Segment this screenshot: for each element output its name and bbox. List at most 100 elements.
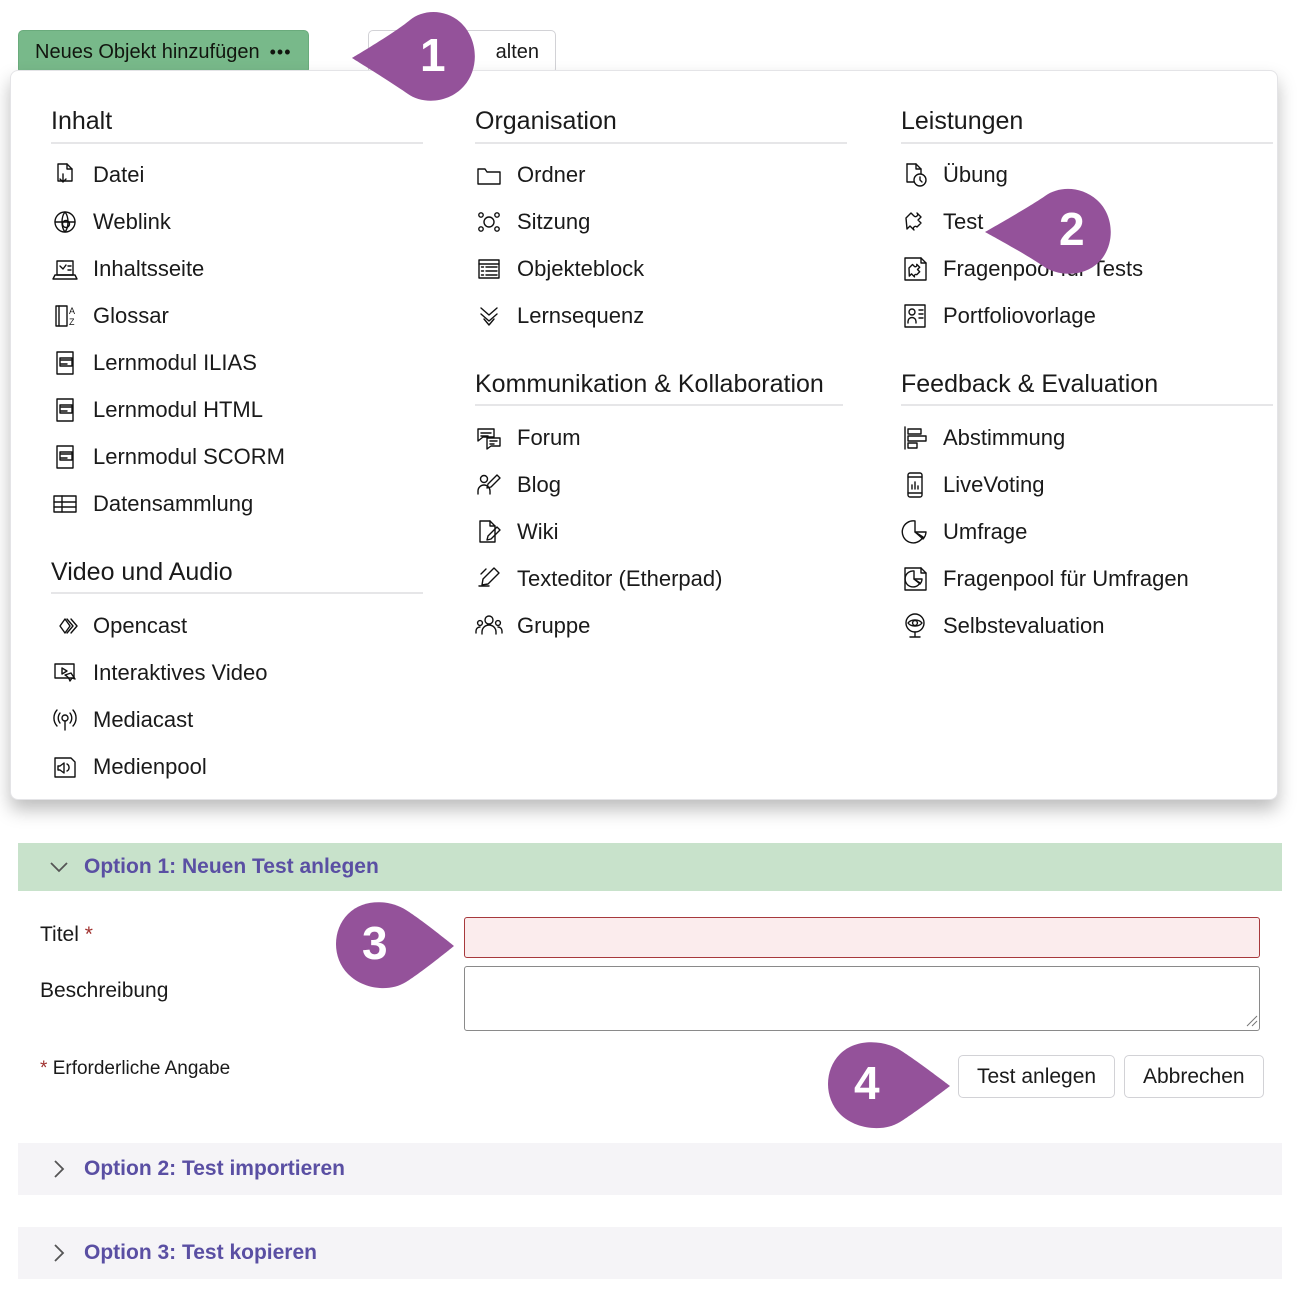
callout-number-1: 1 <box>420 29 446 81</box>
menu-item-test[interactable]: Test <box>901 199 1273 246</box>
chevron-right-icon <box>48 1242 70 1264</box>
group-title: Video und Audio <box>51 558 423 594</box>
speaker-icon <box>51 753 79 781</box>
file-download-icon <box>51 161 79 189</box>
title-input[interactable] <box>464 917 1260 958</box>
menu-item-label: Ordner <box>517 162 586 187</box>
accordion-option-2-label: Option 2: Test importieren <box>84 1157 345 1180</box>
menu-item-interaktives-video[interactable]: Interaktives Video <box>51 649 423 696</box>
accordion-option-3-header[interactable]: Option 3: Test kopieren <box>18 1227 1282 1279</box>
menu-item-label: Datei <box>93 162 145 187</box>
menu-item-label: Test <box>943 209 984 234</box>
menu-item-lernmodul-scorm[interactable]: Lernmodul SCORM <box>51 434 423 481</box>
svg-text:Z: Z <box>69 317 75 327</box>
menu-item-inhaltsseite[interactable]: Inhaltsseite <box>51 246 423 293</box>
required-note: * Erforderliche Angabe <box>40 1058 230 1080</box>
menu-item-abstimmung[interactable]: Abstimmung <box>901 414 1273 461</box>
interactive-video-icon <box>51 659 79 687</box>
group-title: Inhalt <box>51 107 423 144</box>
menu-item-label: Fragenpool für Umfragen <box>943 565 1189 591</box>
menu-item-bung[interactable]: Übung <box>901 152 1273 199</box>
menu-item-label: Wiki <box>517 518 559 544</box>
accordion-option-3-label: Option 3: Test kopieren <box>84 1241 317 1264</box>
menu-item-datensammlung[interactable]: Datensammlung <box>51 481 423 528</box>
menu-item-label: Glossar <box>93 303 169 328</box>
menu-item-ordner[interactable]: Ordner <box>475 152 847 199</box>
chevron-right-icon <box>48 1158 70 1180</box>
menu-item-gruppe[interactable]: Gruppe <box>475 602 847 649</box>
menu-item-portfoliovorlage[interactable]: Portfoliovorlage <box>901 293 1273 340</box>
menu-item-label: Blog <box>517 471 562 497</box>
menu-item-label: Weblink <box>93 209 171 234</box>
menu-item-lernmodul-ilias[interactable]: Lernmodul ILIAS <box>51 340 423 387</box>
menu-item-label: Mediacast <box>93 706 194 732</box>
menu-item-label: Gruppe <box>517 612 591 638</box>
add-new-object-button[interactable]: Neues Objekt hinzufügen ••• <box>18 30 309 74</box>
menu-item-datei[interactable]: Datei <box>51 152 423 199</box>
learning-module-icon <box>51 349 79 377</box>
menu-item-weblink[interactable]: Weblink <box>51 199 423 246</box>
menu-item-fragenpool-f-r-umfragen[interactable]: Fragenpool für Umfragen <box>901 555 1273 602</box>
accordion-option-1-label: Option 1: Neuen Test anlegen <box>84 855 379 878</box>
menu-item-label: Lernmodul ILIAS <box>93 350 257 375</box>
menu-item-label: Texteditor (Etherpad) <box>517 565 723 591</box>
menu-item-label: Lernmodul HTML <box>93 397 263 422</box>
menu-item-umfrage[interactable]: Umfrage <box>901 508 1273 555</box>
group-title: Kommunikation & Kollaboration <box>475 370 843 406</box>
cancel-button[interactable]: Abbrechen <box>1124 1055 1264 1098</box>
test-puzzle-icon <box>901 208 929 236</box>
menu-item-selbstevaluation[interactable]: Selbstevaluation <box>901 602 1273 649</box>
group-title: Organisation <box>475 107 847 144</box>
callout-number-2: 2 <box>1059 203 1085 255</box>
menu-item-lernmodul-html[interactable]: Lernmodul HTML <box>51 387 423 434</box>
callout-number-4: 4 <box>854 1057 880 1109</box>
menu-item-livevoting[interactable]: LiveVoting <box>901 461 1273 508</box>
menu-item-blog[interactable]: Blog <box>475 461 847 508</box>
menu-item-opencast[interactable]: Opencast <box>51 602 423 649</box>
menu-item-wiki[interactable]: Wiki <box>475 508 847 555</box>
add-new-object-label: Neues Objekt hinzufügen <box>35 40 260 63</box>
manage-button-label: alten <box>495 40 539 63</box>
menu-item-texteditor-etherpad[interactable]: Texteditor (Etherpad) <box>475 555 847 602</box>
required-note-asterisk: * <box>40 1058 48 1079</box>
menu-item-forum[interactable]: Forum <box>475 414 847 461</box>
group-title: Leistungen <box>901 107 1273 144</box>
menu-item-label: Abstimmung <box>943 424 1066 450</box>
session-nodes-icon <box>475 208 503 236</box>
toolbar: Neues Objekt hinzufügen ••• alten <box>0 0 1300 92</box>
required-asterisk: * <box>84 923 93 946</box>
menu-item-lernsequenz[interactable]: Lernsequenz <box>475 293 847 340</box>
content-page-icon <box>51 255 79 283</box>
learning-module-icon <box>51 443 79 471</box>
accordion-option-1-header[interactable]: Option 1: Neuen Test anlegen <box>18 843 1282 891</box>
portfolio-template-icon <box>901 302 929 330</box>
poll-bars-icon <box>901 424 929 452</box>
description-textarea[interactable] <box>464 966 1260 1031</box>
broadcast-icon <box>51 706 79 734</box>
menu-item-sitzung[interactable]: Sitzung <box>475 199 847 246</box>
menu-item-mediacast[interactable]: Mediacast <box>51 696 423 743</box>
exercise-clock-icon <box>901 161 929 189</box>
opencast-diamond-icon <box>51 612 79 640</box>
forum-bubbles-icon <box>475 424 503 452</box>
menu-item-label: Selbstevaluation <box>943 612 1105 638</box>
menu-item-objekteblock[interactable]: Objekteblock <box>475 246 847 293</box>
menu-item-medienpool[interactable]: Medienpool <box>51 743 423 790</box>
description-field-label: Beschreibung <box>40 979 169 1002</box>
self-evaluation-eye-icon <box>901 612 929 640</box>
menu-item-label: Lernsequenz <box>517 303 645 328</box>
callout-number-3: 3 <box>362 917 388 969</box>
menu-item-label: Portfoliovorlage <box>943 303 1096 328</box>
folder-icon <box>475 161 503 189</box>
accordion-option-2-header[interactable]: Option 2: Test importieren <box>18 1143 1282 1195</box>
callout-marker-4: 4 <box>820 1040 950 1132</box>
title-field-label: Titel * <box>40 923 93 946</box>
create-test-button[interactable]: Test anlegen <box>958 1055 1116 1098</box>
chevron-down-icon <box>48 856 70 878</box>
etherpad-pencil-icon <box>475 565 503 593</box>
object-block-icon <box>475 255 503 283</box>
